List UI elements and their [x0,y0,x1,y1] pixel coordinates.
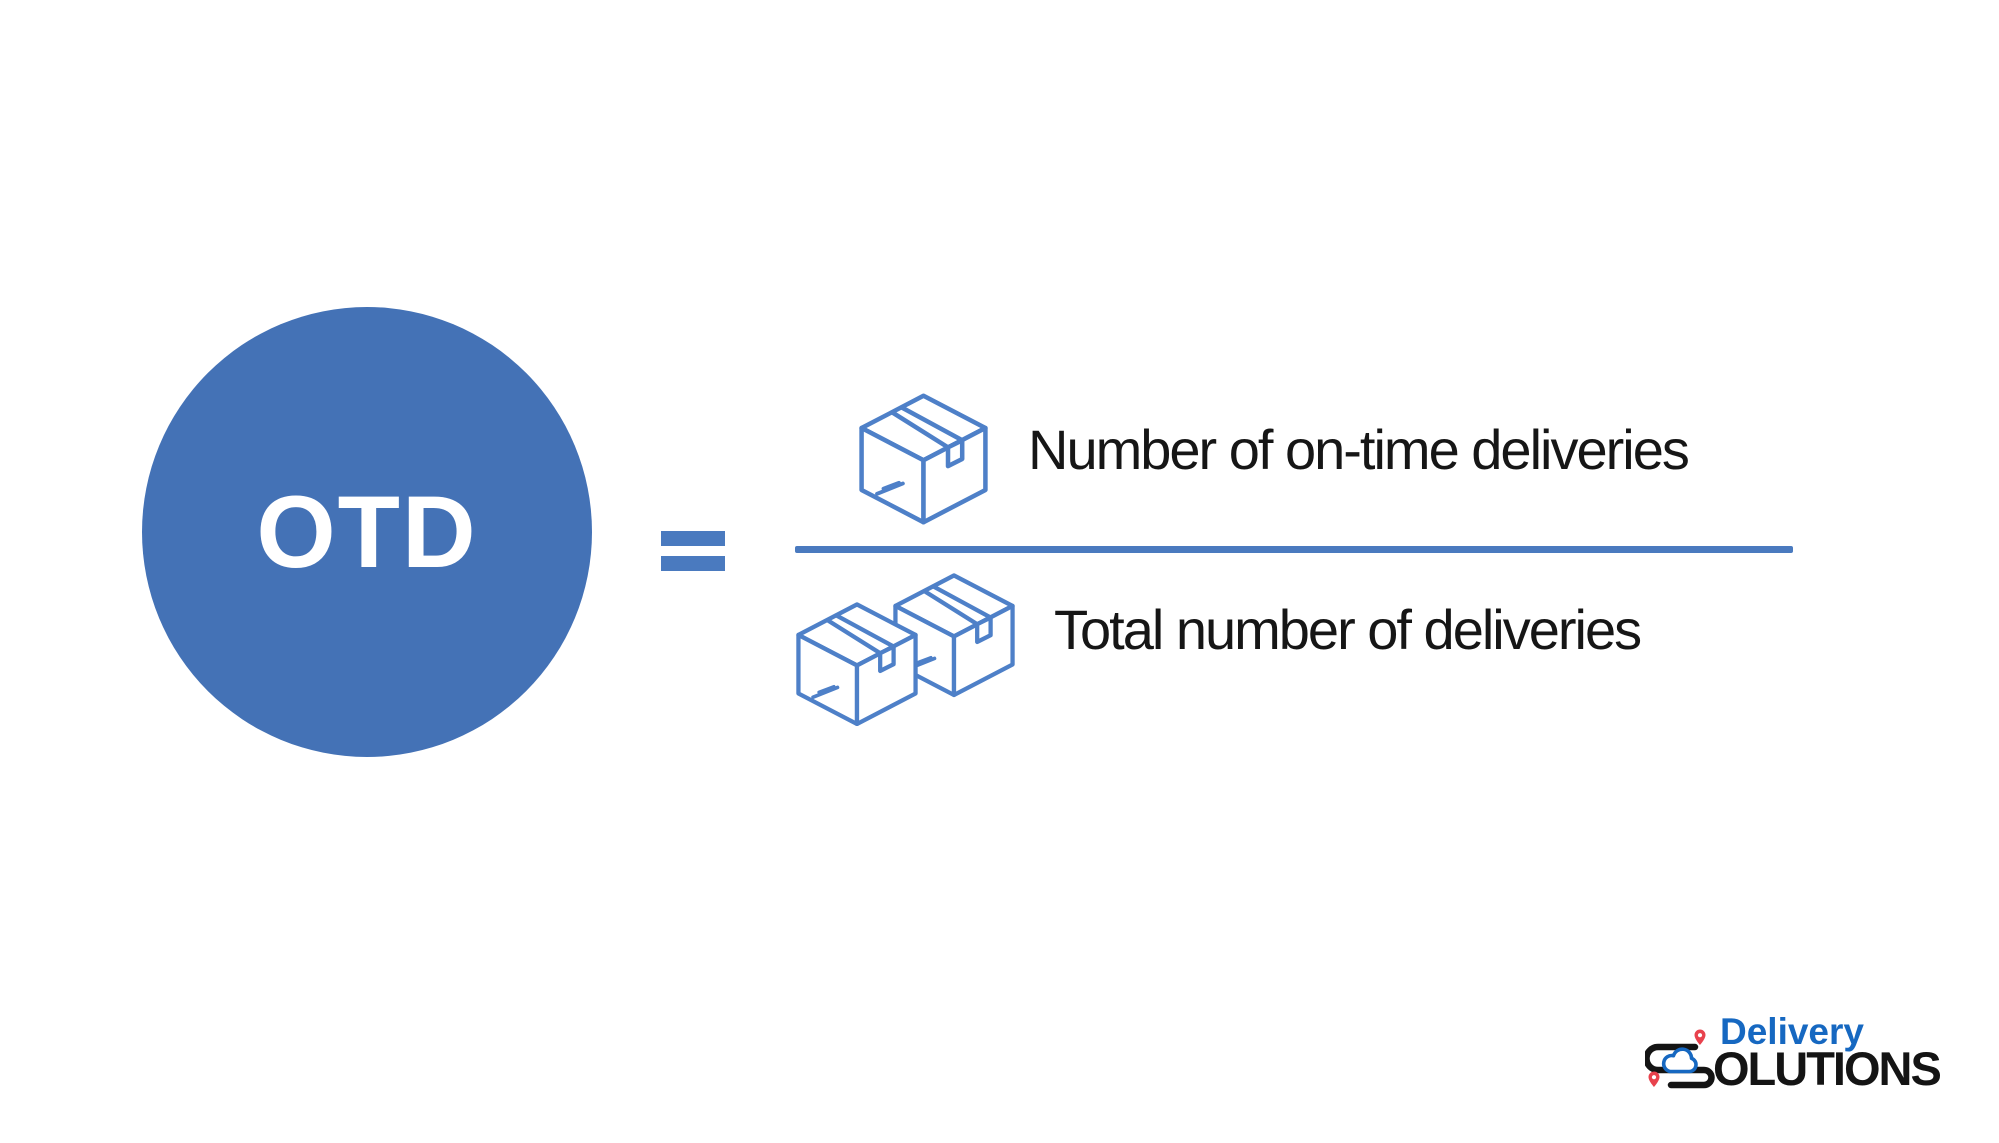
equals-sign: = [661,531,725,571]
numerator-label: Number of on-time deliveries [1028,418,1690,481]
fraction-line [795,546,1793,553]
equals-bar-top [661,531,725,546]
route-path [1645,1043,1715,1089]
logo-text-solutions: OLUTIONS [1713,1042,1942,1095]
package-box-icon [859,393,988,525]
two-package-boxes-icon [796,573,1015,726]
cloud-icon [1661,1047,1698,1074]
map-pin-icon [1648,1071,1660,1087]
logo-text-delivery: Delivery [1720,1011,1864,1052]
route-s-icon [1645,1029,1715,1089]
otd-circle: OTD [142,307,592,757]
otd-acronym: OTD [256,475,478,589]
equals-bar-bottom [661,556,725,571]
map-pin-icon [1694,1029,1706,1045]
delivery-solutions-logo: Delivery OLUTIONS [1645,1010,1955,1105]
denominator-label: Total number of deliveries [1054,598,1642,661]
